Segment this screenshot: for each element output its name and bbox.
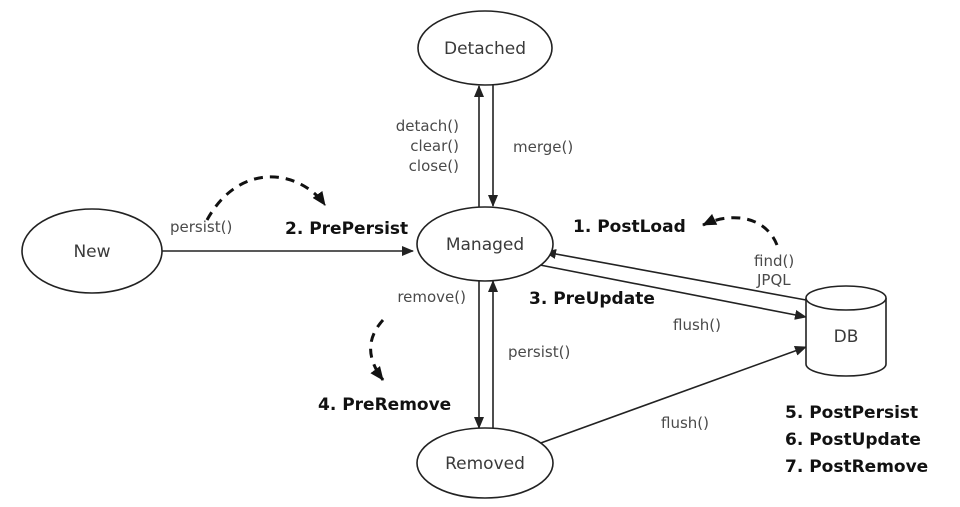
- label-flush-removed: flush(): [661, 414, 709, 432]
- node-detached: Detached: [417, 10, 553, 86]
- dashed-arrow-pre-remove: [369, 318, 385, 381]
- label-persist-removed: persist(): [508, 343, 570, 361]
- label-close: close(): [409, 157, 459, 175]
- node-managed: Managed: [416, 206, 554, 282]
- edge-removed-to-db: [537, 346, 807, 445]
- label-persist: persist(): [170, 218, 232, 236]
- callback-post-update: 6. PostUpdate: [785, 430, 921, 450]
- callback-pre-update: 3. PreUpdate: [529, 289, 655, 309]
- callback-pre-remove: 4. PreRemove: [318, 395, 451, 415]
- label-clear: clear(): [410, 137, 459, 155]
- edge-db-to-managed: [544, 249, 807, 301]
- dashed-arrow-post-load: [702, 213, 779, 246]
- callback-post-remove: 7. PostRemove: [785, 457, 928, 477]
- node-db: DB: [805, 285, 887, 377]
- label-merge: merge(): [513, 138, 573, 156]
- label-detach: detach(): [396, 117, 459, 135]
- label-find: find(): [754, 252, 794, 270]
- node-removed: Removed: [416, 427, 554, 499]
- callback-pre-persist: 2. PrePersist: [285, 219, 408, 239]
- label-flush-managed: flush(): [673, 316, 721, 334]
- label-remove: remove(): [397, 288, 466, 306]
- node-removed-label: Removed: [445, 454, 525, 474]
- label-jpql: JPQL: [756, 271, 791, 289]
- edge-managed-to-db: [539, 264, 807, 320]
- callback-post-persist: 5. PostPersist: [785, 403, 918, 423]
- node-managed-label: Managed: [446, 235, 524, 255]
- node-new: New: [21, 208, 163, 294]
- dashed-arrow-pre-persist: [205, 175, 327, 221]
- node-detached-label: Detached: [444, 39, 526, 59]
- node-db-label: DB: [834, 327, 859, 347]
- callback-post-load: 1. PostLoad: [573, 217, 686, 237]
- node-new-label: New: [73, 242, 110, 262]
